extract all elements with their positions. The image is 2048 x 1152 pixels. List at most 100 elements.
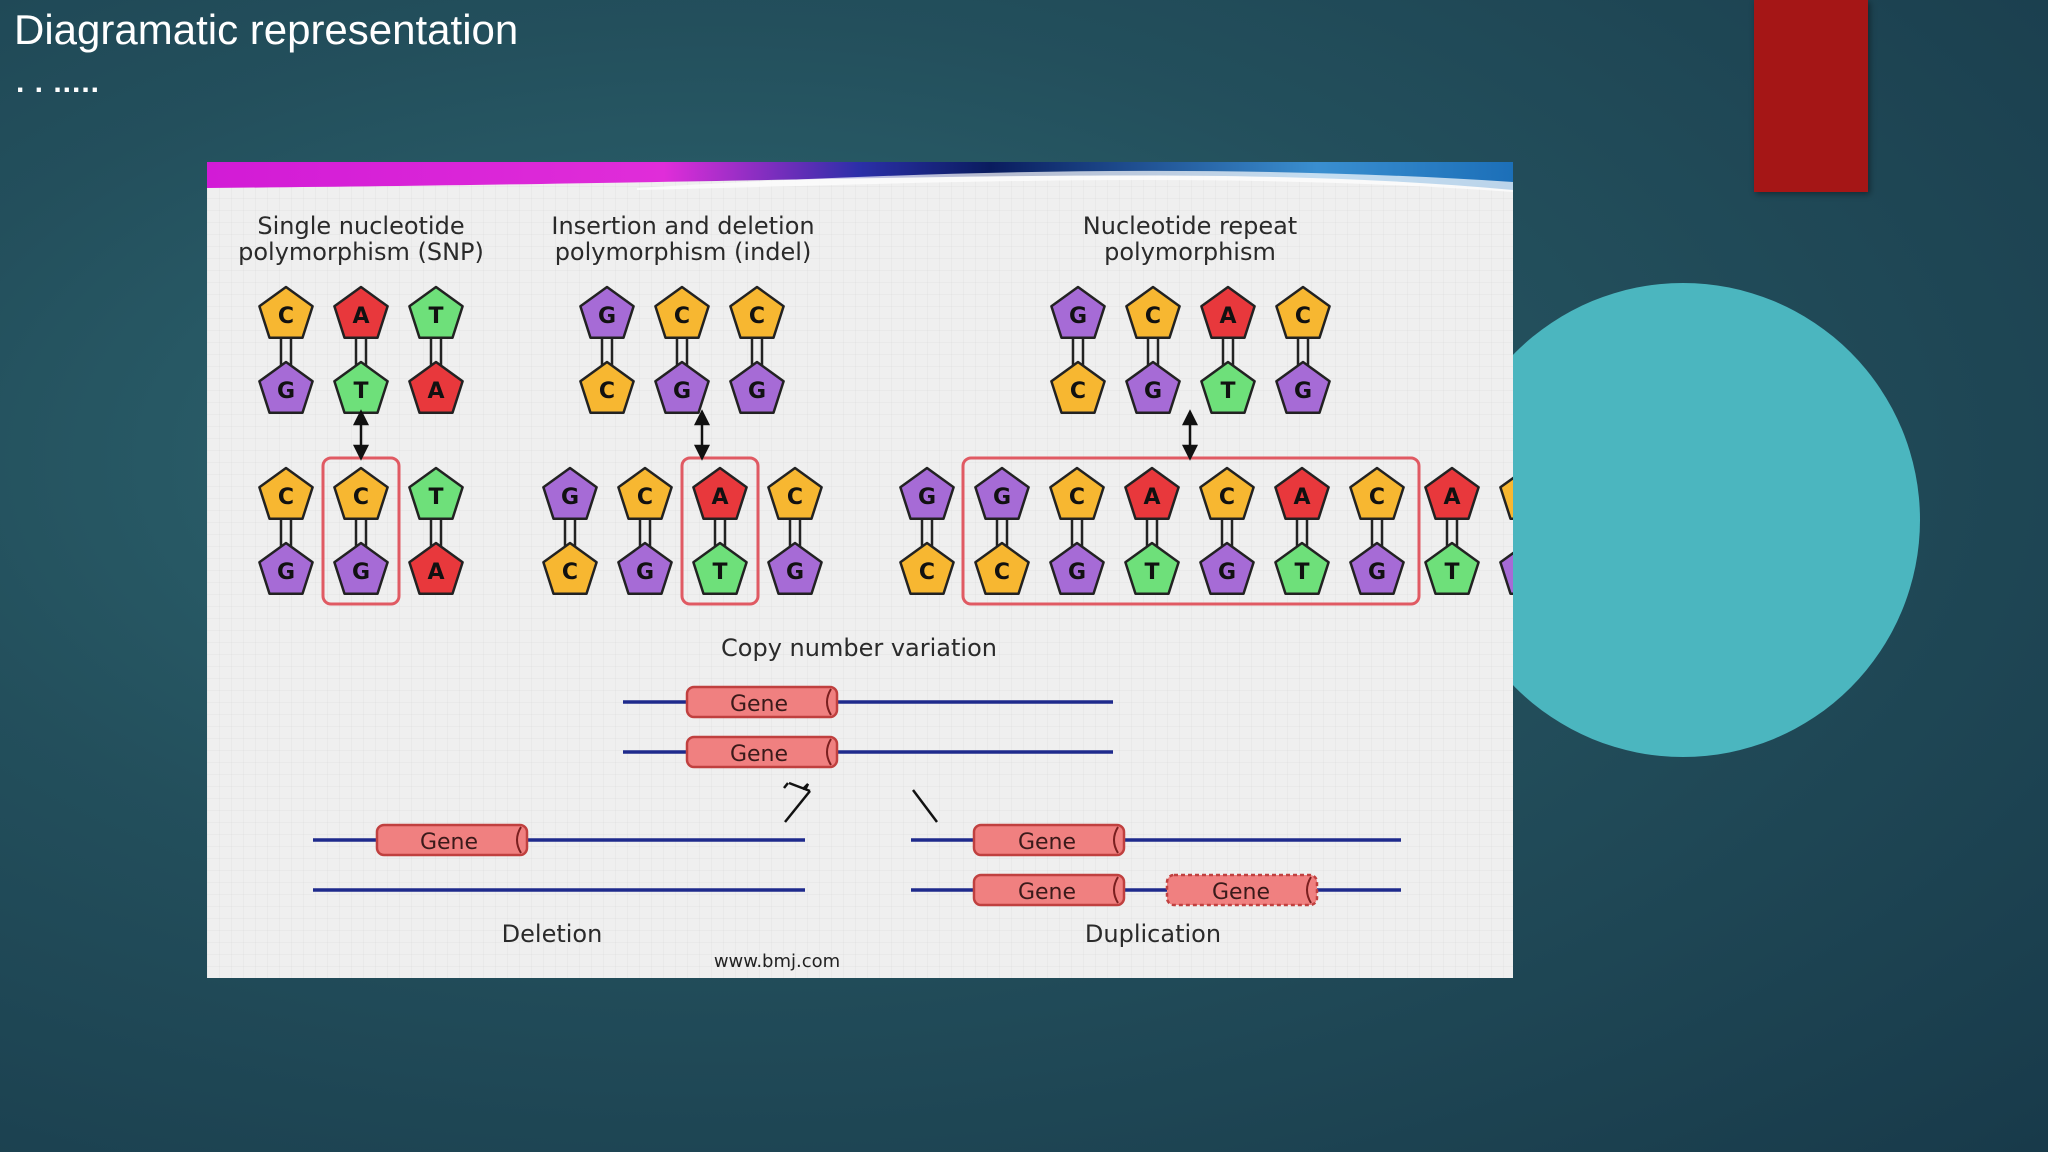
gene-box xyxy=(972,873,1126,907)
repeat-title-line2: polymorphism xyxy=(1104,238,1276,266)
gene-box xyxy=(375,823,529,857)
repeat-bottom-strand1-C: C xyxy=(1499,476,1513,520)
slide-subtitle: . . ..... xyxy=(16,66,101,99)
snp-arrow xyxy=(352,409,370,461)
snp-title-line2: polymorphism (SNP) xyxy=(238,238,484,266)
nucleotide-letter: G xyxy=(1068,560,1086,585)
repeat-top-strand2-C: C xyxy=(1050,360,1106,414)
cnv-duplication: Gene Gene Gene Duplication xyxy=(911,823,1401,948)
nucleotide-letter: C xyxy=(278,304,294,329)
snp-top-strand1-C: C xyxy=(258,285,314,339)
nucleotide-letter: G xyxy=(1294,379,1312,404)
repeat-top-strand2-T: T xyxy=(1200,360,1256,414)
nucleotide-letter: C xyxy=(562,560,578,585)
nucleotide-letter: T xyxy=(1144,560,1159,585)
snp-bottom-strand2-G: G xyxy=(333,541,389,595)
repeat-bottom-strand1-A: A xyxy=(1124,466,1180,520)
nucleotide-letter: G xyxy=(636,560,654,585)
nucleotide-letter: A xyxy=(427,379,444,404)
nucleotide-letter: A xyxy=(427,560,444,585)
snp-bottom-strand1-C: C xyxy=(258,466,314,520)
repeat-top-strand1-A: A xyxy=(1200,285,1256,339)
decorative-red-rectangle xyxy=(1754,0,1868,192)
gene-label: Gene xyxy=(730,692,788,717)
repeat-bottom-strand1-C: C xyxy=(1199,466,1255,520)
nucleotide-letter: T xyxy=(428,485,443,510)
snp-top-strand2-G: G xyxy=(258,360,314,414)
nucleotide-letter: C xyxy=(278,485,294,510)
gene-label: Gene xyxy=(1018,880,1076,905)
repeat-bottom-strand1-A: A xyxy=(1274,466,1330,520)
nucleotide-letter: G xyxy=(277,560,295,585)
nucleotide-letter: C xyxy=(674,304,690,329)
indel-top-strand1-G: G xyxy=(579,285,635,339)
nucleotide-letter: C xyxy=(1369,485,1385,510)
snp-bottom-strand2-G: G xyxy=(258,541,314,595)
decorative-teal-circle xyxy=(1446,283,1920,757)
repeat-bottom-strand1-G: G xyxy=(899,466,955,520)
nucleotide-letter: C xyxy=(749,304,765,329)
nucleotide-letter: A xyxy=(1443,485,1460,510)
nucleotide-letter: T xyxy=(1294,560,1309,585)
snp-top-strand2-A: A xyxy=(408,360,464,414)
gene-box-duplicate xyxy=(1165,873,1319,907)
nucleotide-letter: G xyxy=(673,379,691,404)
deletion-label: Deletion xyxy=(502,920,603,948)
indel-bottom-strand2-G: G xyxy=(617,541,673,595)
slide-title: Diagramatic representation xyxy=(14,6,519,53)
repeat-bottom-strand1-G: G xyxy=(974,466,1030,520)
nucleotide-letter: G xyxy=(748,379,766,404)
duplication-arrow xyxy=(912,789,938,823)
repeat-highlight-box xyxy=(961,456,1421,606)
nucleotide-letter: C xyxy=(599,379,615,404)
nucleotide-letter: A xyxy=(1143,485,1160,510)
indel-title-line2: polymorphism (indel) xyxy=(555,238,812,266)
repeat-top-strand2-G: G xyxy=(1275,360,1331,414)
repeat-bottom-strand2-C: C xyxy=(974,541,1030,595)
indel-bottom-strand2-T: T xyxy=(692,541,748,595)
source-credit: www.bmj.com xyxy=(714,951,840,972)
repeat-bottom-strand2-T: T xyxy=(1124,541,1180,595)
nucleotide-letter: C xyxy=(353,485,369,510)
genetic-variation-diagram: Single nucleotide polymorphism (SNP) Ins… xyxy=(207,162,1513,972)
gene-box xyxy=(685,735,839,769)
snp-top-strand1-T: T xyxy=(408,285,464,339)
repeat-bottom-strand1-C: C xyxy=(1049,466,1105,520)
gene-label: Gene xyxy=(1018,830,1076,855)
nucleotide-letter: C xyxy=(1069,485,1085,510)
nucleotide-letter: C xyxy=(1145,304,1161,329)
gene-label: Gene xyxy=(1212,880,1270,905)
repeat-bottom-strand1-C: C xyxy=(1349,466,1405,520)
nucleotide-letter: C xyxy=(637,485,653,510)
top-decorative-band xyxy=(207,162,1513,190)
indel-top-strand2-G: G xyxy=(654,360,710,414)
indel-bottom-strand1-C: C xyxy=(767,466,823,520)
repeat-top-strand1-C: C xyxy=(1125,285,1181,339)
nucleotide-letter: G xyxy=(1069,304,1087,329)
nucleotide-letter: C xyxy=(1219,485,1235,510)
nucleotide-letter: T xyxy=(428,304,443,329)
nucleotide-letter: G xyxy=(561,485,579,510)
indel-bottom-strand1-A: A xyxy=(692,466,748,520)
nucleotide-letter: T xyxy=(353,379,368,404)
indel-top-strand1-C: C xyxy=(729,285,785,339)
indel-top-strand2-G: G xyxy=(729,360,785,414)
figure-panel: Single nucleotide polymorphism (SNP) Ins… xyxy=(207,162,1513,978)
indel-arrow xyxy=(693,409,711,461)
deletion-arrow xyxy=(783,781,811,823)
cnv-deletion: Gene Deletion xyxy=(313,823,805,948)
nucleotide-letter: G xyxy=(352,560,370,585)
repeat-bottom-strand2-C: C xyxy=(899,541,955,595)
nucleotide-letter: A xyxy=(1219,304,1236,329)
nucleotide-letter: C xyxy=(994,560,1010,585)
indel-bottom-strand1-C: C xyxy=(617,466,673,520)
repeat-bottom-strand1-A: A xyxy=(1424,466,1480,520)
nucleotide-letter: A xyxy=(711,485,728,510)
nucleotide-letter: A xyxy=(1293,485,1310,510)
repeat-arrow xyxy=(1181,409,1199,461)
nucleotide-letter: A xyxy=(352,304,369,329)
repeat-bottom-strand2-G: G xyxy=(1499,551,1513,595)
duplication-label: Duplication xyxy=(1085,920,1221,948)
nucleotide-letter: G xyxy=(918,485,936,510)
nucleotide-letter: T xyxy=(1444,560,1459,585)
